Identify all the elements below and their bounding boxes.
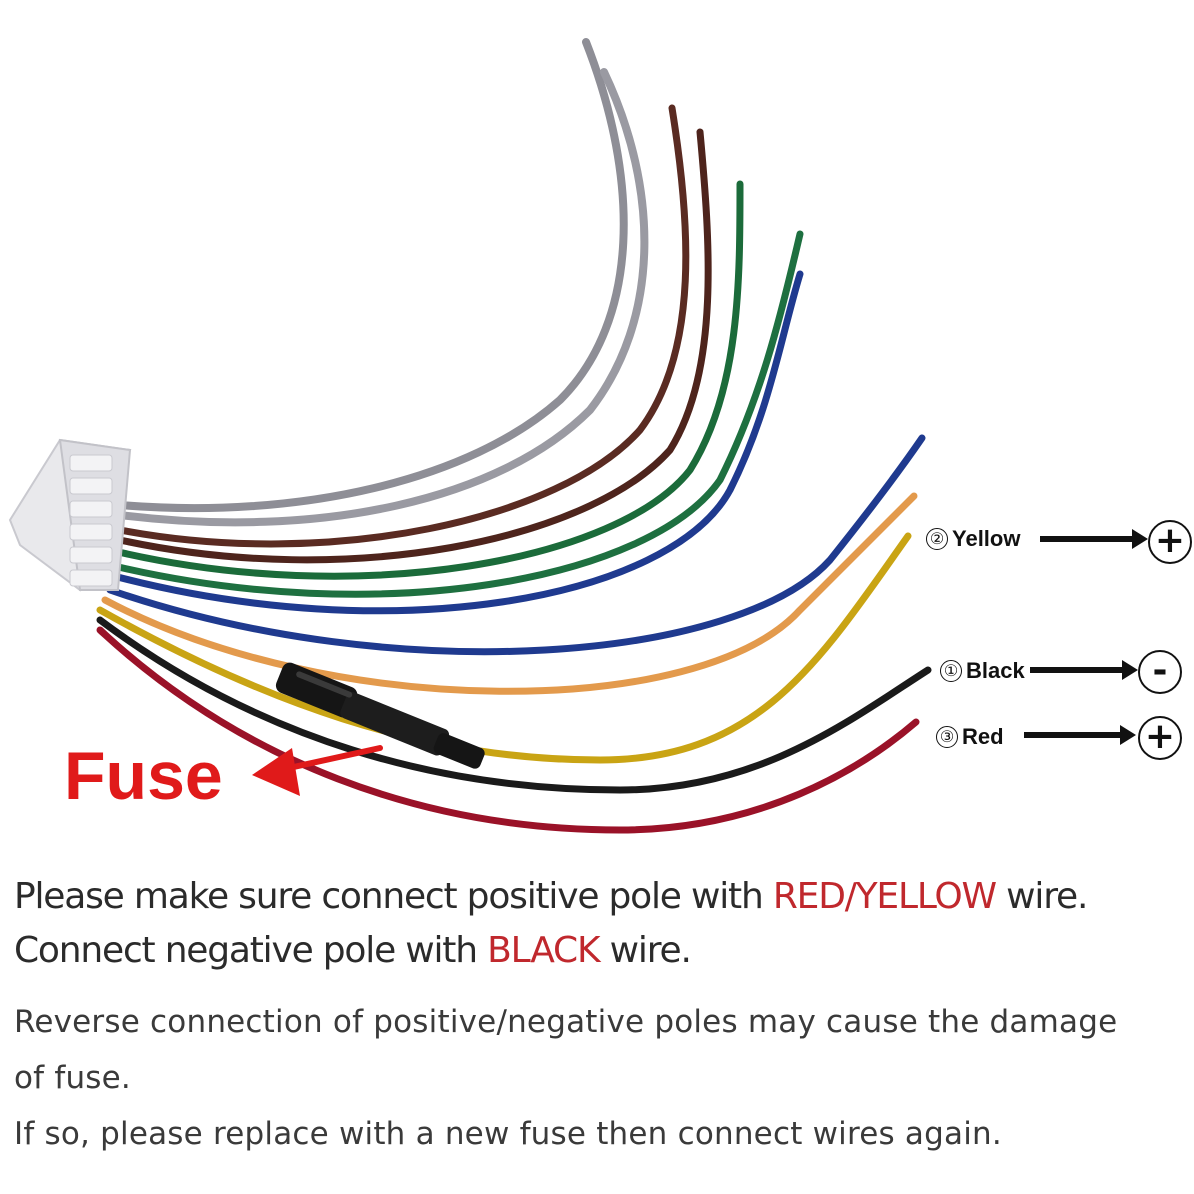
fuse-pointer-arrow bbox=[252, 745, 383, 796]
wire-number-black: ① bbox=[940, 660, 962, 682]
wire-number-red: ③ bbox=[936, 726, 958, 748]
brown-wire-2 bbox=[116, 128, 712, 564]
note-line-2: of fuse. bbox=[14, 1060, 131, 1096]
wire-harness-illustration bbox=[8, 38, 932, 834]
orange-wire bbox=[101, 492, 918, 695]
instruction-line-2: Connect negative pole with BLACK wire. bbox=[14, 930, 692, 971]
instruction-2-end: wire. bbox=[599, 930, 692, 971]
pole-red-positive: + bbox=[1138, 716, 1182, 760]
arrow-yellow bbox=[1040, 529, 1148, 549]
pole-yellow-positive: + bbox=[1148, 520, 1192, 564]
green-wire-2 bbox=[106, 230, 804, 598]
wire-name-black: Black bbox=[966, 658, 1025, 683]
wire-label-yellow: ② Yellow bbox=[926, 526, 1020, 552]
arrow-black bbox=[1030, 660, 1138, 680]
green-wire-1 bbox=[106, 180, 744, 580]
black-wire bbox=[96, 616, 932, 794]
wire-number-yellow: ② bbox=[926, 528, 948, 550]
instruction-1-text: Please make sure connect positive pole w… bbox=[14, 876, 773, 917]
instruction-2-highlight: BLACK bbox=[487, 930, 601, 971]
wire-name-red: Red bbox=[962, 724, 1004, 749]
fuse-holder bbox=[275, 662, 485, 769]
brown-wire-1 bbox=[116, 104, 690, 548]
pole-black-negative: - bbox=[1138, 650, 1182, 694]
red-wire bbox=[96, 626, 920, 834]
instruction-1-highlight: RED/YELLOW bbox=[772, 876, 997, 917]
wire-label-red: ③ Red bbox=[936, 724, 1004, 750]
arrow-red bbox=[1024, 725, 1136, 745]
connector-block bbox=[8, 438, 132, 592]
gray-wire-1 bbox=[116, 38, 628, 513]
note-line-3: If so, please replace with a new fuse th… bbox=[14, 1116, 1002, 1152]
wire-label-black: ① Black bbox=[940, 658, 1025, 684]
gray-wire-2 bbox=[116, 68, 649, 527]
blue-wire-1 bbox=[106, 270, 804, 615]
wire-name-yellow: Yellow bbox=[952, 526, 1021, 551]
note-line-1: Reverse connection of positive/negative … bbox=[14, 1004, 1118, 1040]
fuse-label: Fuse bbox=[64, 738, 223, 814]
yellow-wire bbox=[96, 532, 912, 764]
instruction-line-1: Please make sure connect positive pole w… bbox=[14, 876, 1088, 917]
blue-wire-2 bbox=[106, 434, 926, 656]
instruction-2-text: Connect negative pole with bbox=[14, 930, 488, 971]
instruction-1-end: wire. bbox=[995, 876, 1088, 917]
